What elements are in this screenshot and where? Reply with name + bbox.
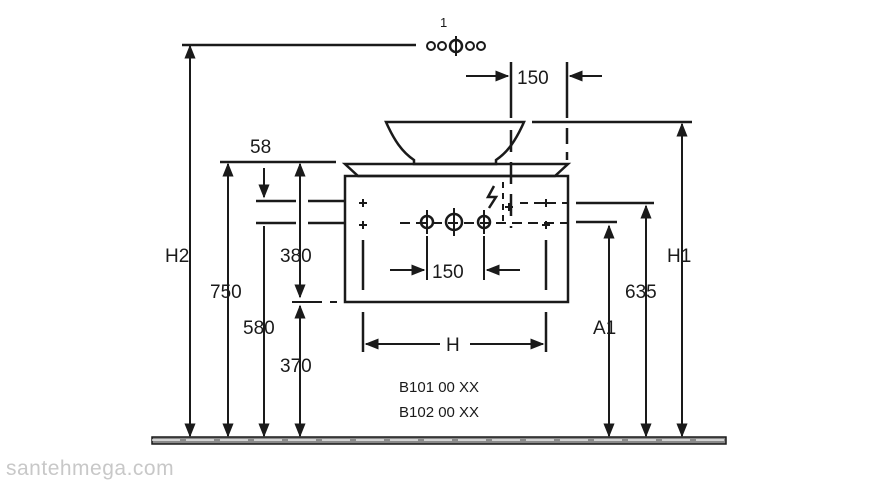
floor — [151, 436, 727, 445]
label-inner-150: 150 — [432, 262, 464, 283]
callout-number: 1 — [440, 15, 447, 30]
h1-label: H1 — [667, 246, 691, 267]
width-label: H — [446, 335, 460, 356]
electric-icon — [485, 185, 499, 209]
vanity-cabinet — [343, 174, 570, 304]
label-750: 750 — [210, 282, 242, 303]
h2-label: H2 — [165, 246, 189, 267]
wall-fixture-symbol — [426, 36, 486, 56]
countertop-slab — [341, 162, 572, 178]
label-top-150: 150 — [517, 68, 549, 89]
vessel-basin — [384, 120, 526, 166]
label-380: 380 — [280, 246, 312, 267]
label-58: 58 — [250, 137, 271, 158]
model-code-2: B102 00 XX — [399, 404, 479, 421]
label-635: 635 — [625, 282, 657, 303]
mounting-markers — [359, 199, 550, 229]
water-connection-icons — [419, 208, 492, 236]
label-580: 580 — [243, 318, 275, 339]
watermark: santehmega.com — [6, 457, 175, 480]
model-code-1: B101 00 XX — [399, 379, 479, 396]
a1-label: A1 — [593, 318, 616, 339]
label-370: 370 — [280, 356, 312, 377]
